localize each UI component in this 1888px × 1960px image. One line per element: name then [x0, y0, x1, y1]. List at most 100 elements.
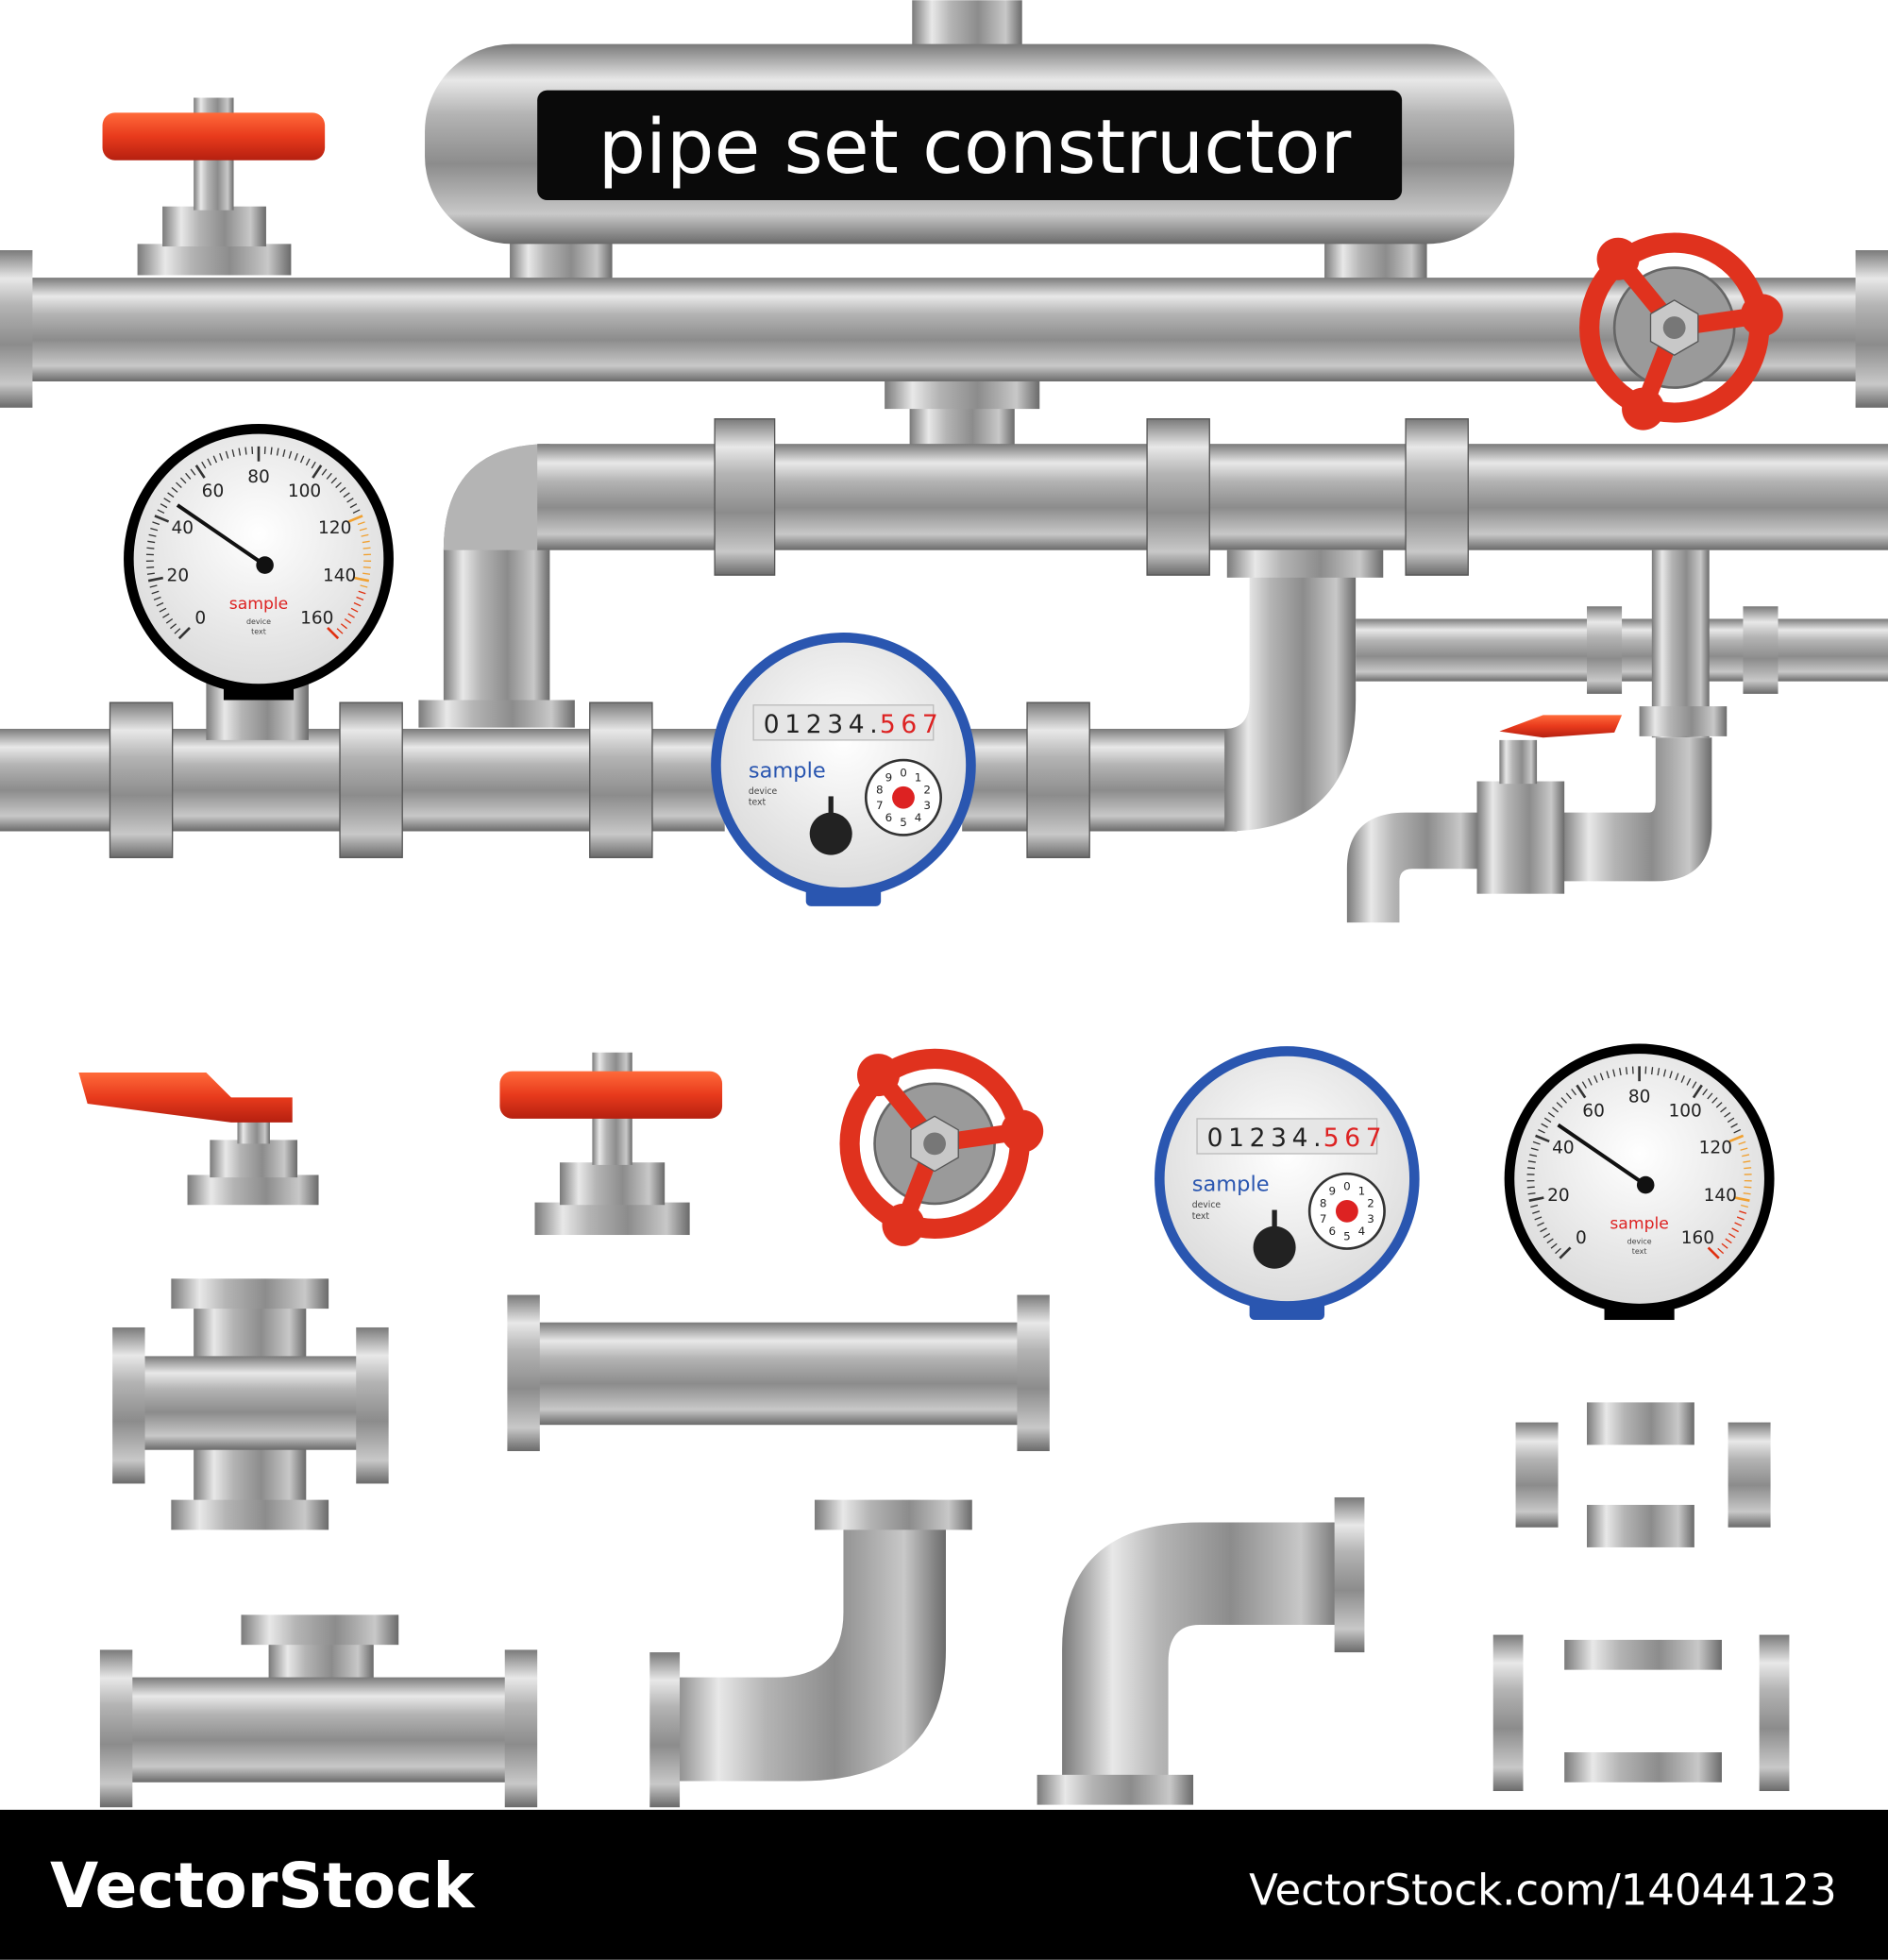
gauge-tick — [362, 566, 371, 568]
gauge-caption: device — [246, 617, 271, 626]
tap-spout — [1346, 812, 1481, 923]
gauge-tick — [194, 465, 206, 479]
wheel-bolt — [923, 1132, 946, 1156]
gauge-tick — [358, 590, 366, 595]
meter-dial-label: 6 — [1329, 1225, 1337, 1238]
gauge-tick — [353, 576, 370, 583]
footer-logo: VectorStock — [50, 1850, 476, 1922]
gauge-tick — [231, 448, 235, 457]
tap-stem — [1499, 739, 1538, 785]
meter-dial-label: 5 — [900, 816, 907, 829]
gauge-tick — [163, 498, 171, 503]
gauge-tick — [146, 566, 155, 568]
elbow-fitting — [1037, 1496, 1365, 1805]
meter-dial-pointer — [1335, 1199, 1358, 1223]
gauge-tick — [151, 590, 160, 595]
gauge-tick — [1571, 1089, 1577, 1096]
meter-counter — [752, 704, 935, 741]
gauge-tick — [321, 468, 328, 476]
gauge-scale-label: 120 — [318, 518, 351, 538]
gauge-tick — [362, 540, 370, 544]
meter-star-wheel — [1253, 1209, 1296, 1269]
gauge-tick — [361, 533, 369, 537]
gauge-tick — [270, 447, 273, 455]
gauge-tick — [1587, 1078, 1593, 1086]
gauge-tick — [326, 472, 332, 480]
gauge-tick — [336, 628, 344, 634]
meter-dial-label: 8 — [1320, 1197, 1327, 1210]
gauge-scale-label: 100 — [1668, 1101, 1701, 1121]
meter-digit: 0 — [764, 710, 780, 739]
gauge-tick — [360, 584, 368, 588]
pipe-flange — [1405, 418, 1469, 576]
gauge-tick — [1606, 1071, 1610, 1079]
gauge-tick — [244, 447, 247, 455]
gauge-tick — [294, 452, 298, 461]
handle-valve — [499, 1052, 723, 1236]
gauge-tick — [1547, 1111, 1556, 1118]
gauge-tick — [1555, 1247, 1561, 1255]
gauge-tick — [1741, 1204, 1749, 1208]
gauge-tick — [362, 572, 371, 575]
gauge-tick — [1559, 1246, 1572, 1259]
wheel-knob — [1740, 294, 1783, 337]
gauge-scale-label: 60 — [202, 482, 225, 501]
meter-digit: 6 — [1344, 1124, 1360, 1153]
gauge-tick — [238, 448, 242, 456]
tap-lever — [1499, 715, 1623, 738]
gauge-tick — [1725, 1238, 1732, 1244]
gauge-tick — [1537, 1222, 1544, 1226]
gauge-tick — [1721, 1242, 1728, 1249]
gauge-tick — [357, 521, 365, 526]
gauge-scale-label: 80 — [1628, 1088, 1651, 1107]
gauge-tick — [1540, 1227, 1547, 1233]
gauge-tick — [147, 540, 156, 544]
gauge-tick — [157, 509, 165, 515]
gauge-tick — [346, 498, 354, 503]
gauge-tick — [179, 477, 187, 484]
gauge-tick — [1538, 1128, 1545, 1134]
gauge-tick — [1730, 1123, 1738, 1128]
cross-fitting — [112, 1278, 389, 1530]
gauge-tick — [1552, 1107, 1559, 1113]
gauge-tick — [362, 547, 371, 549]
meter-caption: text — [749, 798, 767, 808]
gauge-tick — [335, 482, 342, 488]
gauge-caption: device — [1627, 1237, 1652, 1245]
gauge-tick — [1657, 1068, 1660, 1076]
gauge-tick — [1527, 1192, 1536, 1195]
meter-dial-label: 0 — [900, 766, 907, 779]
gauge-tick — [1707, 1092, 1713, 1100]
meter-digit: 3 — [827, 710, 843, 739]
meter-dial-label: 3 — [1367, 1212, 1374, 1225]
pipe-flange — [1026, 701, 1090, 858]
tap-body — [1476, 781, 1565, 894]
pipe-flange — [1587, 606, 1623, 694]
gauge-tick — [347, 515, 363, 523]
meter-digit: 1 — [1228, 1124, 1244, 1153]
gauge-tick — [185, 472, 192, 480]
tee-fitting — [99, 1614, 538, 1808]
gauge-tick — [162, 613, 170, 618]
gauge-tick — [1532, 1210, 1541, 1214]
handle-valve — [102, 97, 326, 276]
gauge-needle — [176, 503, 266, 567]
gauge-tick — [1707, 1246, 1720, 1259]
gauge-scale-label: 80 — [247, 467, 270, 487]
meter-dial-label: 7 — [1320, 1212, 1327, 1225]
gauge-tick — [1743, 1192, 1751, 1195]
gauge-tick — [1717, 1247, 1725, 1255]
pipe-flange — [1855, 250, 1888, 408]
gauge-scale-label: 20 — [1547, 1186, 1570, 1206]
meter-digit: 4 — [849, 710, 865, 739]
meter-caption: text — [1192, 1211, 1210, 1222]
tap-pipe — [1561, 737, 1712, 882]
gauge-tick — [212, 455, 218, 464]
lever-valve — [78, 1072, 319, 1206]
meter-dial-label: 2 — [923, 784, 931, 797]
gauge-tick — [1535, 1134, 1550, 1143]
meter-dial-label: 4 — [915, 811, 922, 824]
gauge-tick — [1702, 1089, 1709, 1096]
